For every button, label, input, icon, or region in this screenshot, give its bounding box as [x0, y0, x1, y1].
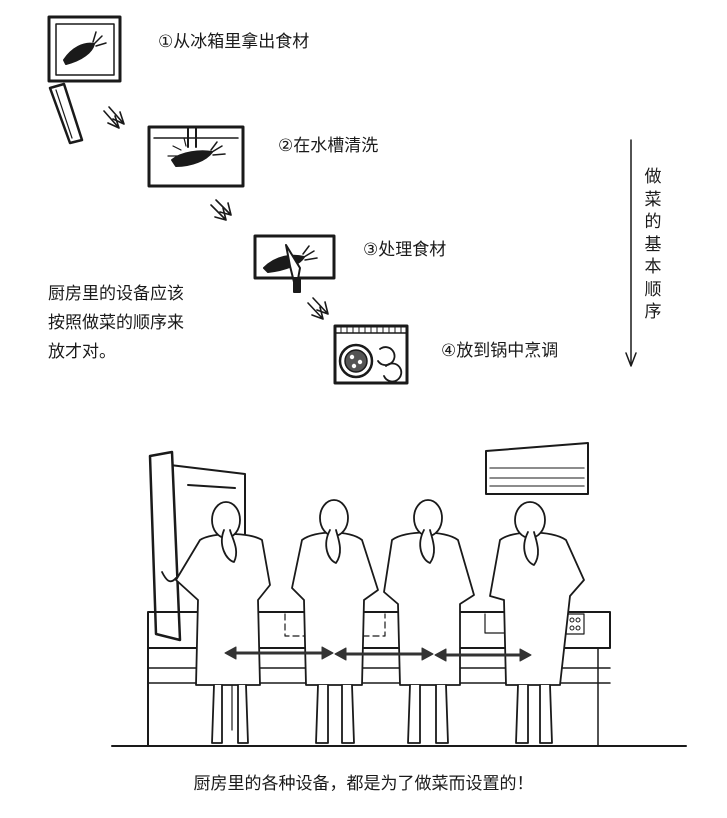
step-3-label: ③处理食材: [363, 240, 447, 260]
side-label-char: 序: [644, 302, 662, 322]
step-arrow-icon: [307, 297, 329, 320]
side-label-char: 本: [644, 257, 662, 277]
note-line: 放才对。: [48, 342, 116, 362]
stove-icon: [333, 324, 409, 385]
side-label: 做 菜 的 基 本 顺 序: [643, 166, 663, 324]
note-line: 厨房里的设备应该: [48, 284, 184, 304]
side-label-char: 的: [644, 212, 662, 232]
movement-arrows-icon: [224, 646, 532, 662]
side-label-char: 顺: [644, 279, 662, 300]
step-2-label: ②在水槽清洗: [278, 136, 379, 156]
fridge-icon: [47, 15, 122, 145]
cutting-board-icon: [253, 234, 336, 293]
step-arrow-icon: [103, 106, 125, 129]
person-figure: [161, 501, 271, 744]
person-figure: [291, 499, 379, 744]
sink-icon: [147, 125, 245, 188]
caption: 厨房里的各种设备，都是为了做菜而设置的！: [193, 774, 534, 794]
side-label-char: 基: [644, 234, 662, 255]
note-text: 厨房里的设备应该 按照做菜的顺序来 放才对。: [48, 280, 238, 367]
person-figure: [489, 501, 585, 744]
note-line: 按照做菜的顺序来: [48, 313, 184, 333]
side-label-char: 菜: [644, 189, 662, 210]
order-arrow-icon: [625, 139, 637, 367]
step-4-label: ④放到锅中烹调: [441, 341, 559, 361]
person-figure: [383, 499, 475, 744]
side-label-char: 做: [644, 167, 662, 187]
step-arrow-icon: [210, 199, 232, 221]
step-1-label: ①从冰箱里拿出食材: [158, 32, 310, 52]
